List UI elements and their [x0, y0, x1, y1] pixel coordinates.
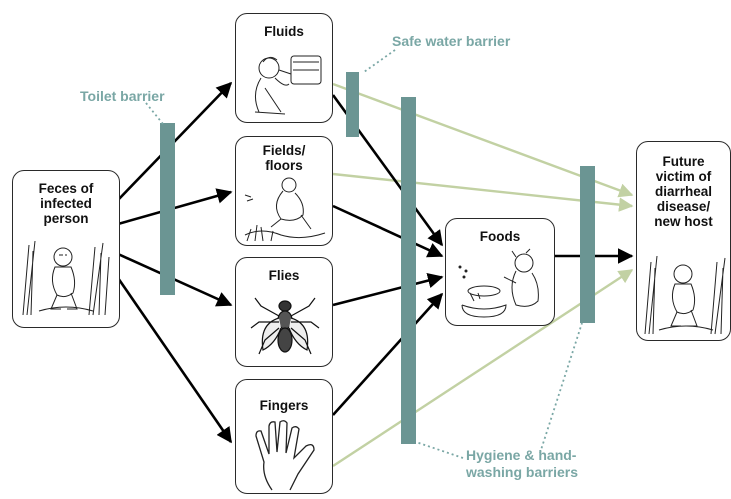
foods-label: Foods: [446, 229, 554, 244]
flies-label: Flies: [236, 268, 332, 283]
fields-node: Fields/ floors: [235, 136, 333, 246]
fingers-label: Fingers: [236, 398, 332, 413]
source-label: Feces of infected person: [13, 181, 119, 226]
foods-node: Foods: [445, 218, 555, 326]
arrow-flies-to-foods: [333, 277, 442, 305]
child-squatting-illustration: [19, 237, 113, 317]
hygiene-barrier-label: Hygiene & hand- washing barriers: [466, 447, 578, 481]
child-eating-illustration: [454, 247, 548, 323]
toilet-barrier-leader: [146, 103, 163, 124]
flies-node: Flies: [235, 257, 333, 367]
fly-illustration: [247, 288, 323, 364]
source-node: Feces of infected person: [12, 170, 120, 328]
safe-water-barrier-leader: [364, 50, 395, 72]
arrow-feces-to-fingers: [118, 278, 231, 442]
hygiene-barrier-bar-1: [401, 97, 416, 444]
arrow-fingers-to-foods: [333, 294, 442, 415]
arrow-fields-to-foods: [333, 206, 442, 256]
fingers-node: Fingers: [235, 379, 333, 494]
fields-label: Fields/ floors: [236, 143, 332, 173]
fluids-node: Fluids: [235, 13, 333, 123]
woman-working-field-illustration: [241, 175, 327, 243]
toilet-barrier-label: Toilet barrier: [80, 88, 165, 105]
hygiene-barrier-leader-1: [416, 442, 463, 458]
child-squatting-illustration-2: [641, 248, 729, 336]
victim-node: Future victim of diarrheal disease/ new …: [636, 141, 731, 341]
safe-water-barrier-label: Safe water barrier: [392, 33, 510, 50]
victim-label: Future victim of diarrheal disease/ new …: [637, 154, 730, 229]
hand-illustration: [242, 420, 328, 492]
toilet-barrier-bar: [160, 123, 175, 295]
child-drinking-illustration: [241, 48, 327, 118]
hygiene-barrier-bar-2: [580, 166, 595, 323]
hygiene-barrier-leader-2: [540, 323, 582, 453]
safe-water-barrier-bar: [346, 72, 359, 137]
fluids-label: Fluids: [236, 24, 332, 39]
